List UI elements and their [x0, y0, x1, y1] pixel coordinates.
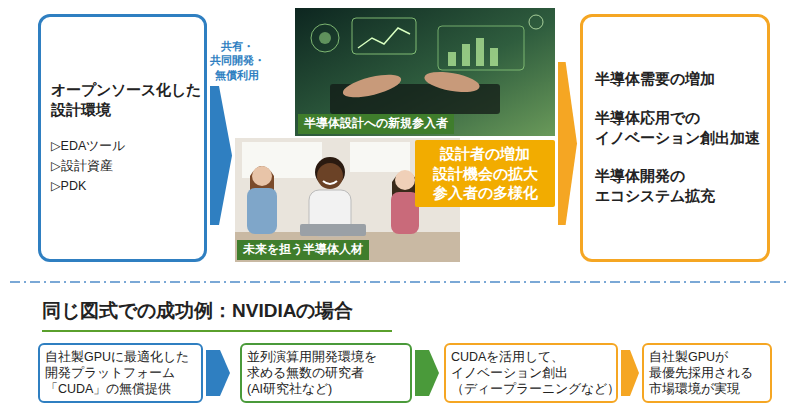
list-item: 半導体応用での イノベーション創出加速 [595, 108, 761, 149]
glow-ring [311, 24, 339, 52]
source-box: オープンソース化した 設計環境 ▷EDAツール▷設計資産▷PDK [38, 14, 207, 262]
screen-panel [352, 18, 416, 54]
process-box: 自社製GPUに最適化した 開発プラットフォーム 「CUDA」の無償提供 [38, 343, 203, 403]
glow-ring [529, 15, 543, 29]
chevron-arrow [415, 350, 439, 396]
outcome-box: 半導体需要の増加半導体応用での イノベーション創出加速半導体開発の エコシステム… [580, 14, 770, 262]
box-text: 自社製GPUが 最優先採用される 市場環境が実現 [649, 349, 765, 398]
photo-caption: 半導体設計への新規参入者 [298, 114, 454, 134]
list-item: 半導体開発の エコシステム拡充 [595, 166, 761, 207]
chart-bar [490, 48, 498, 66]
hair [250, 166, 274, 190]
head [252, 166, 272, 186]
result-box: 設計者の増加 設計機会の拡大 参入者の多様化 [415, 140, 555, 207]
section-heading: 同じ図式での成功例：NVIDIAの場合 [42, 299, 353, 324]
box-text: 自社製GPUに最適化した 開発プラットフォーム 「CUDA」の無償提供 [45, 349, 196, 398]
chart-line [358, 28, 410, 48]
heading-underline [42, 330, 392, 332]
photo-ground [295, 8, 555, 136]
hand [423, 68, 481, 95]
chart-bar [476, 38, 484, 66]
process-box: 並列演算用開発環境を 求める無数の研究者 (AI研究社など) [240, 343, 412, 403]
head [395, 170, 415, 190]
photo-panel: 半導体設計への新規参入者 [295, 8, 555, 136]
box-text: オープンソース化した 設計環境 [51, 80, 201, 121]
list-item: ▷EDAツール [51, 136, 125, 156]
hand [341, 70, 404, 102]
screen-panel [438, 26, 524, 70]
glow-dot [319, 32, 331, 44]
chart-bar [448, 52, 456, 66]
head [317, 163, 343, 189]
chevron-arrow [621, 350, 639, 396]
list-item: ▷設計資産 [51, 156, 113, 176]
chevron-arrow [206, 350, 230, 396]
tech-photo [295, 8, 555, 136]
list-item: ▷PDK [51, 176, 86, 196]
chevron-arrow [210, 86, 232, 225]
smile [323, 181, 337, 184]
chevron-arrow [558, 62, 577, 225]
photo-caption: 未来を担う半導体人材 [237, 240, 369, 260]
box-text: CUDAを活用して、 イノベーション創出 （ディープラーニングなど） [451, 349, 620, 398]
chart-bar [462, 44, 470, 66]
box-text: 設計者の増加 設計機会の拡大 参入者の多様化 [423, 144, 547, 203]
divider-line [10, 281, 790, 283]
body [247, 188, 277, 234]
box-text: 半導体需要の増加 [595, 69, 715, 89]
window [350, 142, 410, 172]
edge-label: 共有・ 共同開発・ 無償利用 [206, 39, 268, 82]
box-text: 並列演算用開発環境を 求める無数の研究者 (AI研究社など) [247, 349, 405, 398]
process-box: 自社製GPUが 最優先採用される 市場環境が実現 [642, 343, 772, 403]
laptop [300, 224, 366, 236]
process-box: CUDAを活用して、 イノベーション創出 （ディープラーニングなど） [444, 343, 618, 403]
desk [235, 232, 460, 262]
